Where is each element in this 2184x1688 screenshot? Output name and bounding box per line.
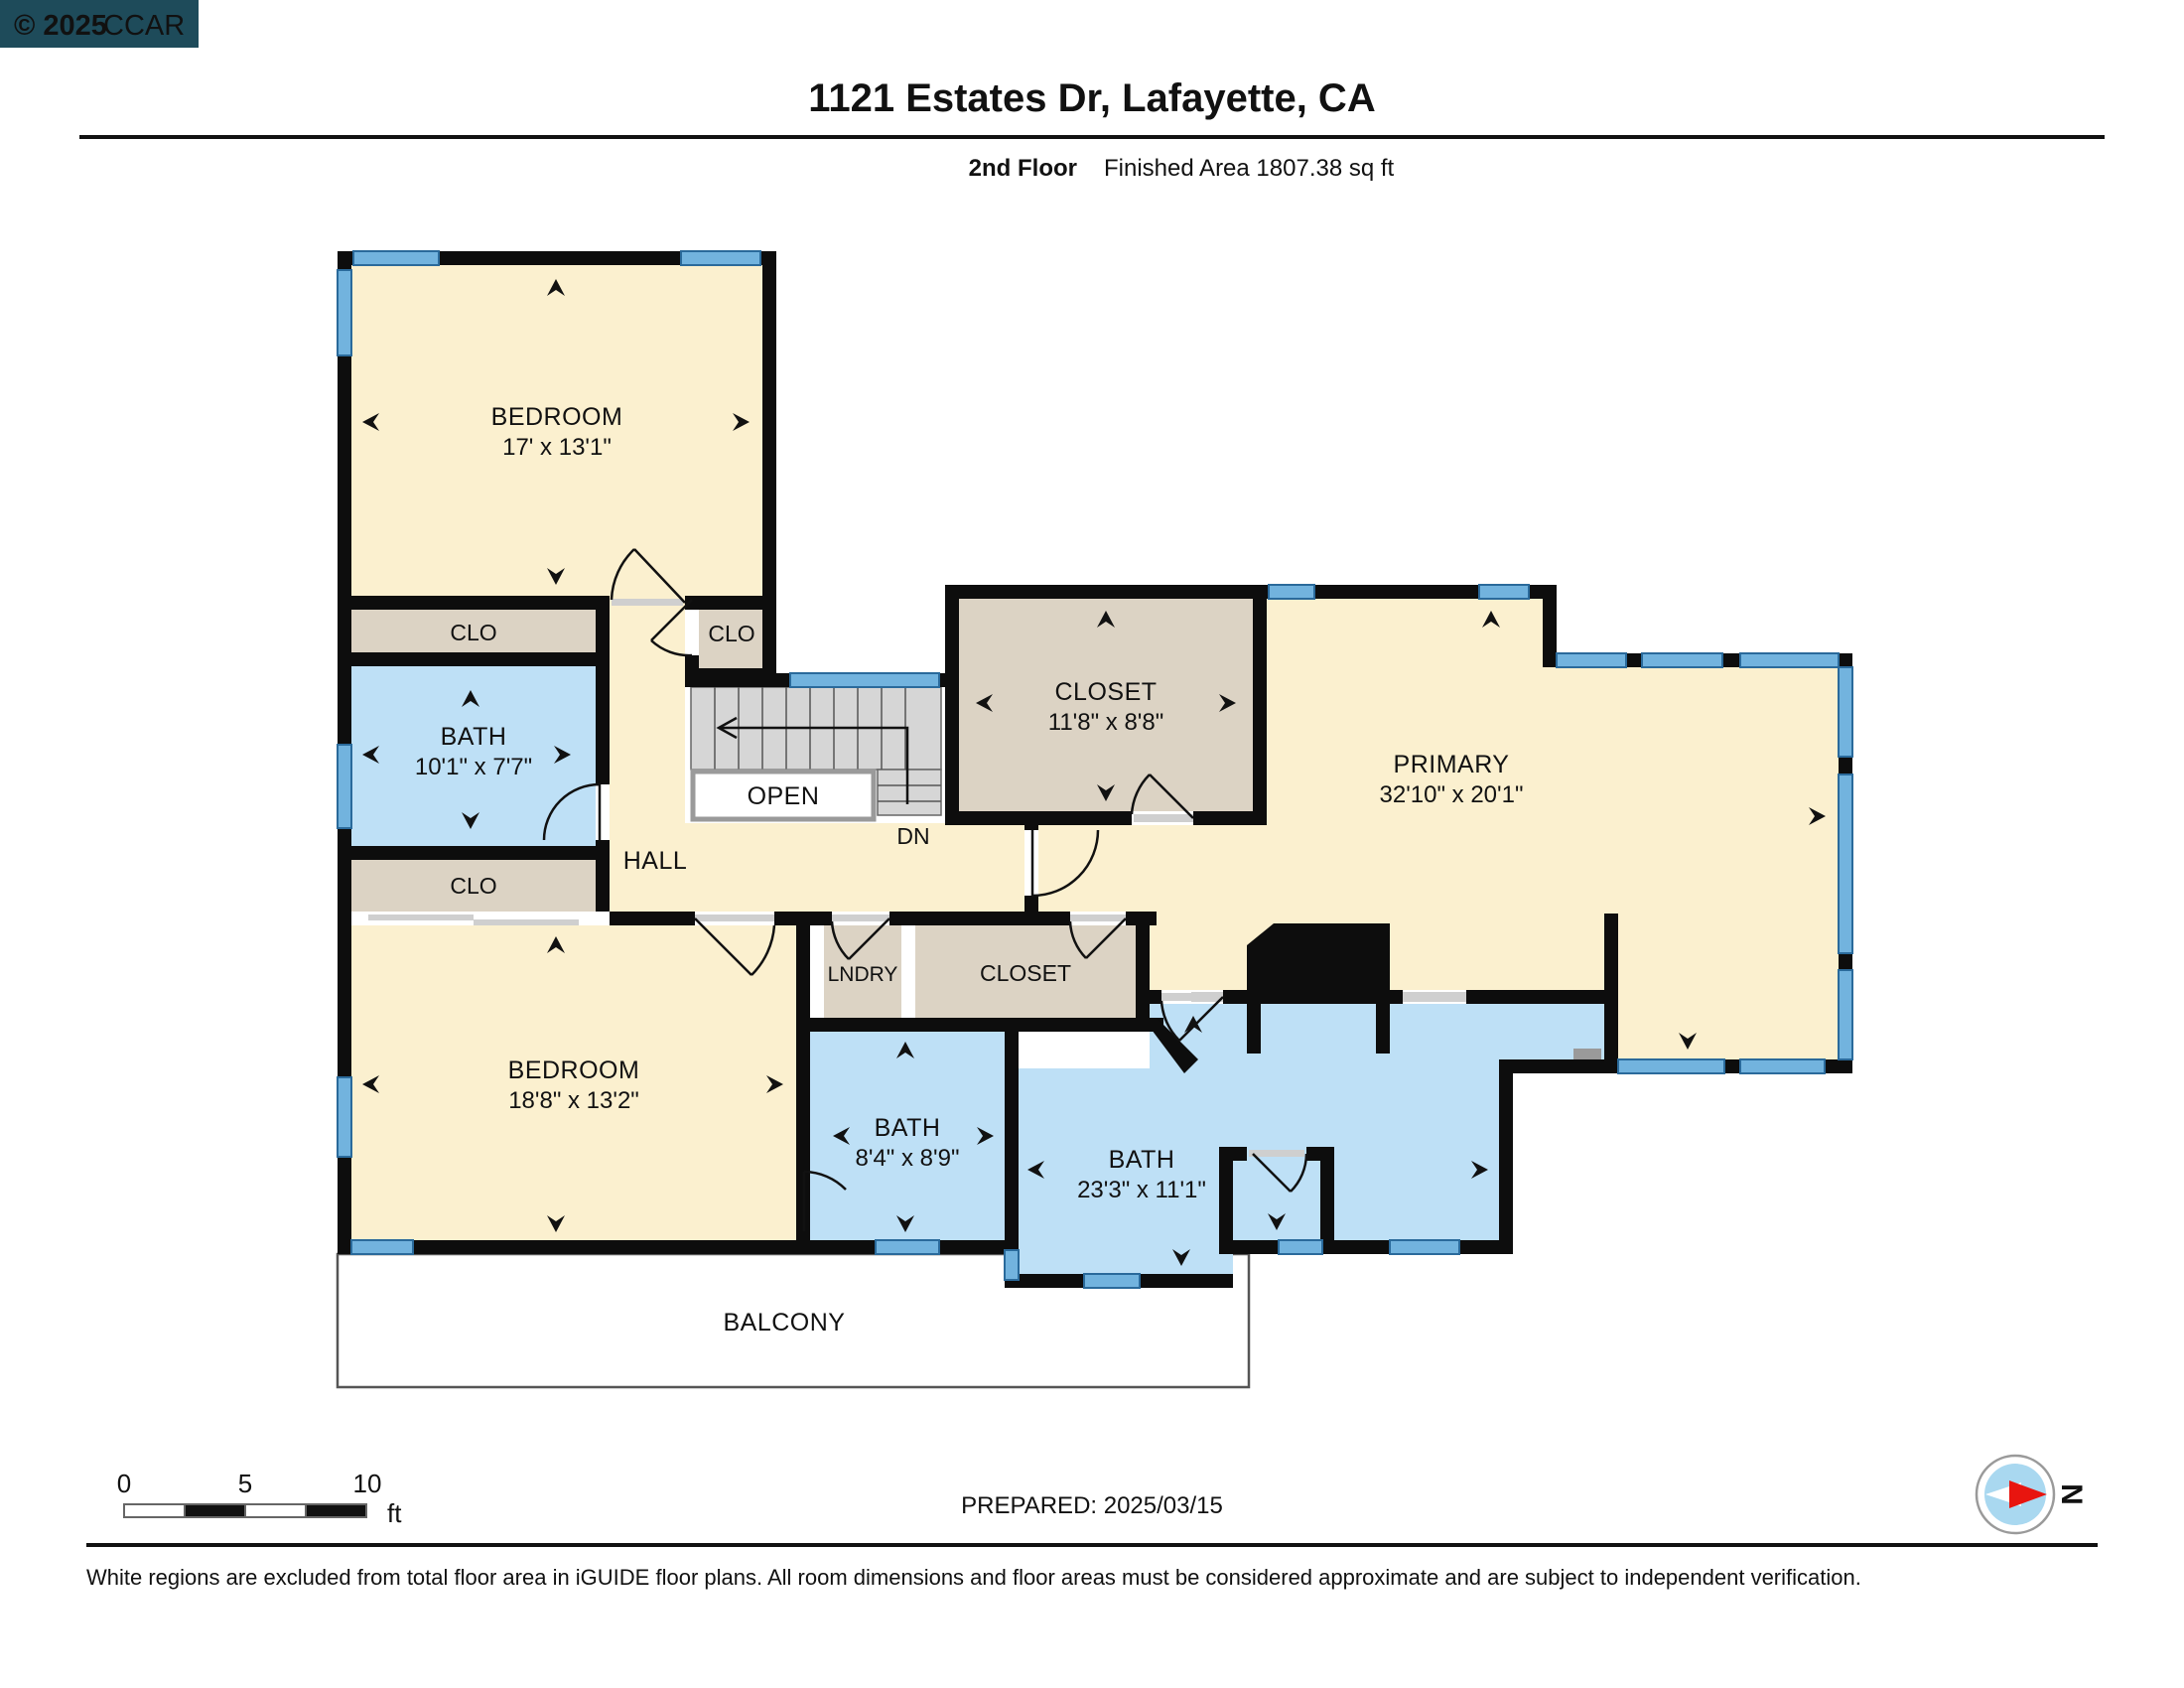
room-clo-3 <box>351 860 596 912</box>
label-bath-1-name: BATH <box>441 723 507 751</box>
dimension-arrow <box>1172 1249 1190 1266</box>
open-to-below-box <box>690 769 877 822</box>
dimension-arrow <box>833 1127 850 1145</box>
label-open: OPEN <box>748 782 820 810</box>
label-balcony: BALCONY <box>724 1309 846 1336</box>
scale-tick-10: 10 <box>353 1469 382 1498</box>
dimension-arrow <box>896 1042 914 1058</box>
compass-icon: N <box>1975 1454 2088 1535</box>
scale-bar: 0 5 10 ft <box>117 1469 402 1528</box>
dimension-arrow <box>1097 611 1115 628</box>
dimension-arrow <box>1027 1161 1044 1179</box>
room-primary-ext-lower <box>1618 914 1839 1059</box>
stair-direction-arrow <box>721 726 909 804</box>
label-clo-1: CLO <box>450 620 496 645</box>
room-primary-ext-upper <box>1557 667 1839 914</box>
page-title: 1121 Estates Dr, Lafayette, CA <box>808 76 1375 120</box>
dimension-arrow <box>1268 1213 1286 1230</box>
dimension-arrow <box>1097 784 1115 801</box>
dimension-arrow <box>1219 694 1236 712</box>
dimension-arrows <box>362 279 1826 1266</box>
dimension-arrow <box>1482 611 1500 628</box>
dimension-arrow <box>547 936 565 953</box>
header: © 2025 CCAR 1121 Estates Dr, Lafayette, … <box>0 0 2105 182</box>
dimension-arrow <box>462 690 479 707</box>
badge-brand: CCAR <box>103 10 185 42</box>
windows <box>337 250 1853 1289</box>
footer-rule <box>86 1543 2098 1547</box>
dimension-arrow <box>362 413 379 431</box>
dimension-arrow <box>1184 1016 1202 1033</box>
label-bedroom-1-dims: 17' x 13'1" <box>502 434 612 461</box>
dimension-arrow <box>1471 1161 1488 1179</box>
label-hall: HALL <box>623 847 688 875</box>
label-primary-dims: 32'10" x 20'1" <box>1380 781 1524 808</box>
floor-label: 2nd Floor <box>969 155 1077 182</box>
compass-n: N <box>2055 1483 2088 1505</box>
dimension-arrow <box>976 694 993 712</box>
room-bedroom-1 <box>351 265 762 596</box>
title-rule <box>79 135 2105 139</box>
label-bath-1-dims: 10'1" x 7'7" <box>415 754 532 780</box>
label-bedroom-1-name: BEDROOM <box>491 403 623 431</box>
dimension-arrow <box>362 1075 379 1093</box>
room-bedroom-2 <box>351 925 796 1240</box>
scale-unit: ft <box>387 1498 402 1528</box>
room-clo-1 <box>351 610 596 652</box>
dimension-arrow <box>462 812 479 829</box>
dimension-arrow <box>1679 1033 1697 1050</box>
label-bath-3-name: BATH <box>875 1114 941 1142</box>
label-bedroom-2-dims: 18'8" x 13'2" <box>508 1087 639 1114</box>
label-dn: DN <box>896 823 929 849</box>
stairs <box>690 686 942 822</box>
dimension-arrow <box>554 746 571 764</box>
scale-tick-0: 0 <box>117 1469 131 1498</box>
compass-north-needle <box>2009 1480 2047 1508</box>
label-bedroom-2-name: BEDROOM <box>508 1056 640 1084</box>
label-closet-2: CLOSET <box>980 960 1071 986</box>
dimension-arrow <box>547 279 565 296</box>
room-fills <box>351 265 1839 1274</box>
doors <box>542 548 1308 1231</box>
room-labels: BEDROOM 17' x 13'1" CLO CLO BATH 10'1" x… <box>415 403 1524 1336</box>
room-closet-primary <box>959 599 1253 811</box>
room-hall-b <box>610 823 1024 912</box>
towel-bar <box>1573 1049 1601 1060</box>
label-bath-2-dims: 23'3" x 11'1" <box>1077 1177 1206 1203</box>
label-closet-primary-dims: 11'8" x 8'8" <box>1048 709 1164 736</box>
room-closet-2 <box>915 925 1136 1018</box>
dimension-arrow <box>547 1215 565 1232</box>
footer: 0 5 10 ft PREPARED: 2025/03/15 N White r… <box>86 1454 2098 1590</box>
floor-plan: BEDROOM 17' x 13'1" CLO CLO BATH 10'1" x… <box>336 250 1853 1389</box>
label-lndry: LNDRY <box>828 963 898 986</box>
disclaimer: White regions are excluded from total fl… <box>86 1565 1861 1590</box>
label-bath-3-dims: 8'4" x 8'9" <box>856 1145 960 1172</box>
room-bath-2d <box>1163 1004 1233 1143</box>
prepared-date: PREPARED: 2025/03/15 <box>961 1492 1223 1519</box>
scale-tick-5: 5 <box>238 1469 252 1498</box>
brand-badge <box>0 0 199 48</box>
dimension-arrow <box>896 1215 914 1232</box>
label-closet-primary-name: CLOSET <box>1054 678 1157 706</box>
dimension-arrow <box>547 568 565 585</box>
area-label: Finished Area 1807.38 sq ft <box>1104 155 1395 182</box>
stair-arrowhead <box>716 716 738 740</box>
dimension-arrow <box>766 1075 783 1093</box>
dimension-arrow <box>977 1127 994 1145</box>
label-bath-2-name: BATH <box>1109 1146 1175 1174</box>
label-clo-3: CLO <box>450 873 496 899</box>
badge-copyright: © 2025 <box>14 10 107 42</box>
dimension-arrow <box>362 746 379 764</box>
label-primary-name: PRIMARY <box>1394 751 1510 778</box>
label-clo-2: CLO <box>708 621 754 646</box>
dimension-arrow <box>733 413 750 431</box>
dimension-arrow <box>1809 807 1826 825</box>
